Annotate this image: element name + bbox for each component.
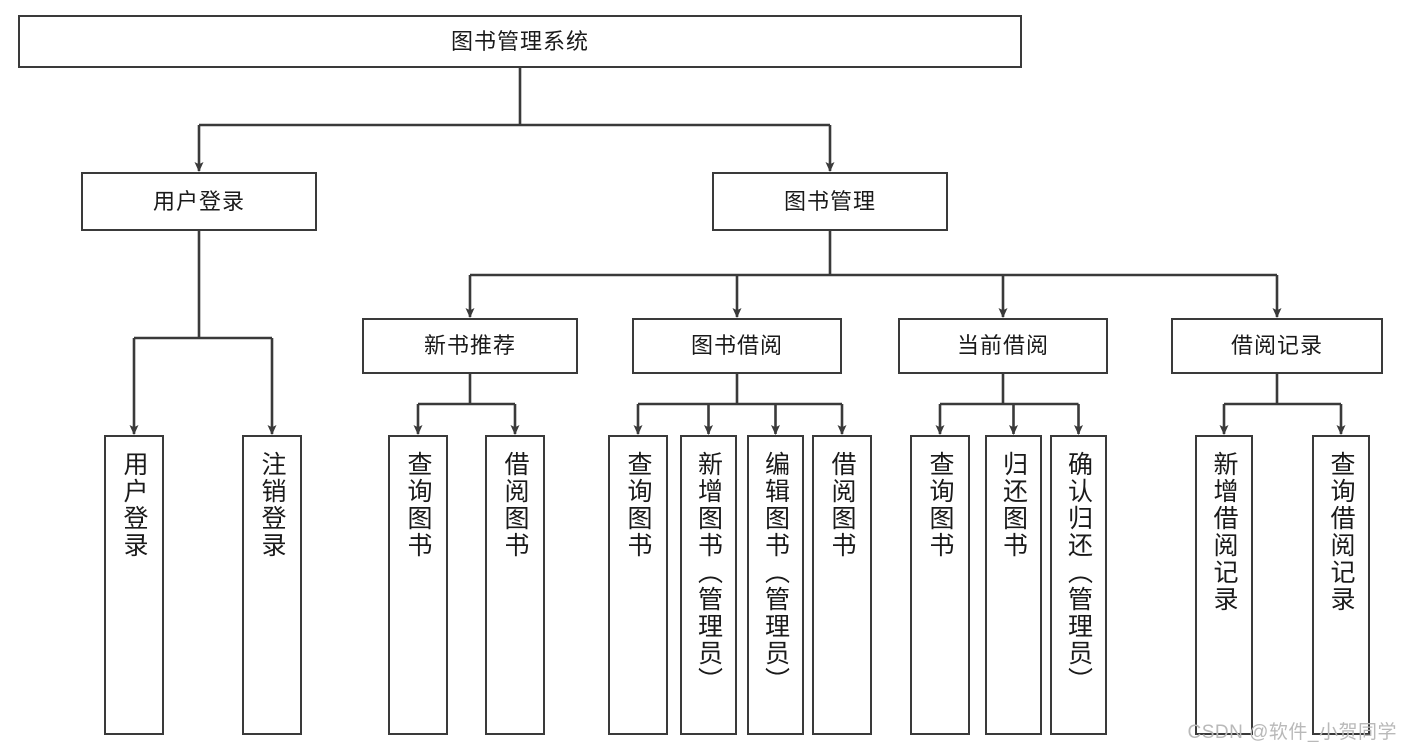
node-leaf-cu-confirm[interactable]: 确认归还（管理员） xyxy=(1050,435,1107,735)
node-borrow[interactable]: 图书借阅 xyxy=(632,318,842,374)
node-label: 图书管理 xyxy=(783,188,876,214)
node-label: 借阅记录 xyxy=(1230,333,1323,359)
node-label: 借阅图书 xyxy=(828,451,856,559)
node-leaf-bw-borrow[interactable]: 借阅图书 xyxy=(812,435,872,735)
node-leaf-bw-edit[interactable]: 编辑图书（管理员） xyxy=(747,435,804,735)
node-leaf-bw-add[interactable]: 新增图书（管理员） xyxy=(680,435,737,735)
node-root[interactable]: 图书管理系统 xyxy=(18,15,1022,68)
node-label: 当前借阅 xyxy=(956,333,1049,359)
node-leaf-cu-return[interactable]: 归还图书 xyxy=(985,435,1042,735)
node-leaf-cu-query[interactable]: 查询图书 xyxy=(910,435,970,735)
node-label: 确认归还（管理员） xyxy=(1064,451,1093,694)
edge-group xyxy=(129,68,1346,435)
node-label: 新增图书（管理员） xyxy=(694,451,723,694)
node-leaf-rc-query[interactable]: 查询借阅记录 xyxy=(1312,435,1370,735)
node-leaf-user-login[interactable]: 用户登录 xyxy=(104,435,164,735)
node-leaf-bw-query[interactable]: 查询图书 xyxy=(608,435,668,735)
node-label: 新增借阅记录 xyxy=(1210,451,1238,613)
node-label: 图书借阅 xyxy=(690,333,783,359)
node-label: 查询借阅记录 xyxy=(1327,451,1355,613)
node-leaf-nb-borrow[interactable]: 借阅图书 xyxy=(485,435,545,735)
node-label: 注销登录 xyxy=(258,451,286,559)
node-label: 查询图书 xyxy=(404,451,432,559)
node-bookmgmt[interactable]: 图书管理 xyxy=(712,172,948,231)
node-label: 用户登录 xyxy=(120,451,148,559)
node-label: 编辑图书（管理员） xyxy=(761,451,790,694)
node-newbook[interactable]: 新书推荐 xyxy=(362,318,578,374)
node-label: 归还图书 xyxy=(999,451,1028,559)
node-current[interactable]: 当前借阅 xyxy=(898,318,1108,374)
node-label: 查询图书 xyxy=(926,451,954,559)
node-record[interactable]: 借阅记录 xyxy=(1171,318,1383,374)
node-login[interactable]: 用户登录 xyxy=(81,172,317,231)
node-leaf-rc-add[interactable]: 新增借阅记录 xyxy=(1195,435,1253,735)
node-leaf-user-logout[interactable]: 注销登录 xyxy=(242,435,302,735)
node-label: 查询图书 xyxy=(624,451,652,559)
node-label: 新书推荐 xyxy=(423,333,516,359)
node-label: 借阅图书 xyxy=(501,451,529,559)
node-label: 用户登录 xyxy=(152,188,245,214)
node-label: 图书管理系统 xyxy=(450,28,589,54)
node-leaf-nb-query[interactable]: 查询图书 xyxy=(388,435,448,735)
